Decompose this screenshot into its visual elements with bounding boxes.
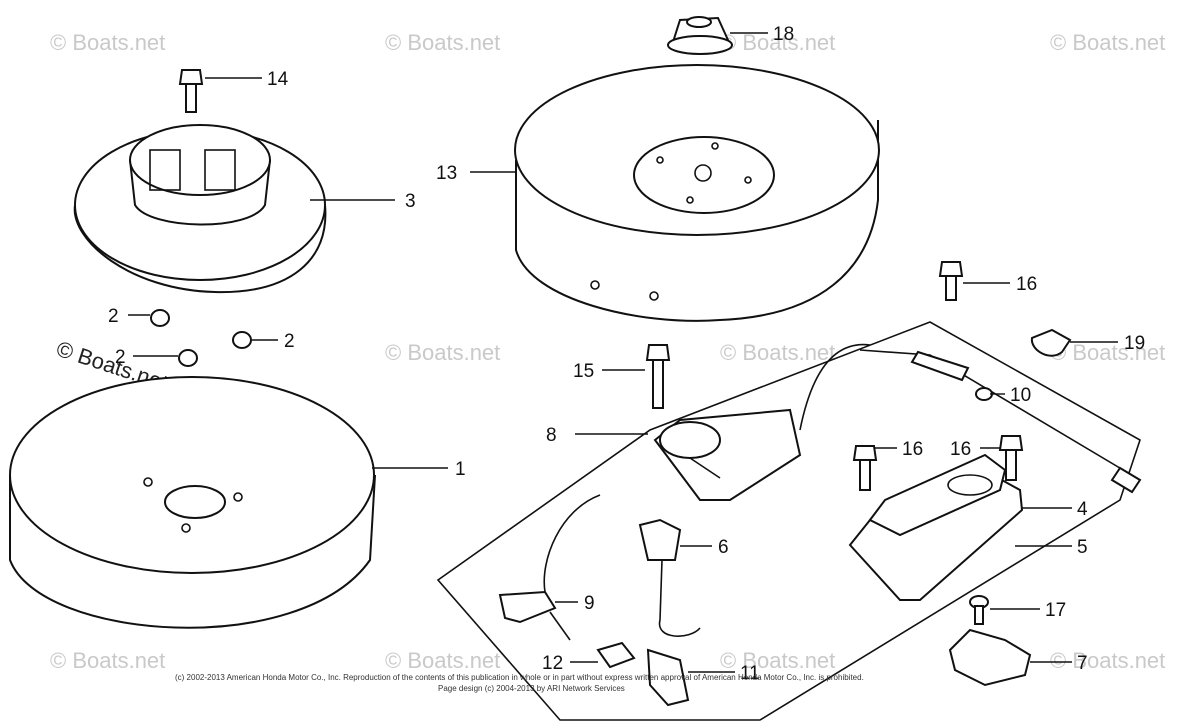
callout-5: 5 <box>1077 537 1088 558</box>
watermark: © Boats.net <box>50 648 165 673</box>
copyright-line-1: (c) 2002-2013 American Honda Motor Co., … <box>175 673 864 682</box>
callout-18: 18 <box>773 24 794 45</box>
watermark: © Boats.net <box>50 30 165 55</box>
callout-10: 10 <box>1010 385 1031 406</box>
watermark: © Boats.net <box>720 648 835 673</box>
callout-13: 13 <box>436 163 457 184</box>
part-8-ignition-coil <box>653 343 871 501</box>
part-10-cable <box>859 349 1142 494</box>
part-19-clamp <box>1030 328 1072 357</box>
watermark: © Boats.net <box>720 340 835 365</box>
part-2-collars <box>150 309 252 367</box>
part-9-plug-cap <box>498 494 601 641</box>
assembly-outline <box>436 321 1141 721</box>
callout-2a: 2 <box>108 306 119 327</box>
watermarks: © Boats.net © Boats.net © Boats.net © Bo… <box>50 30 1165 673</box>
callout-6: 6 <box>718 537 729 558</box>
copyright-footer: (c) 2002-2013 American Honda Motor Co., … <box>175 673 864 693</box>
part-17-screw <box>969 595 989 625</box>
callouts: 18 14 3 13 16 19 2 2 2 15 10 8 16 16 1 4… <box>108 24 1145 684</box>
callout-3: 3 <box>405 191 416 212</box>
callout-2b: 2 <box>284 331 295 352</box>
watermark: © Boats.net <box>385 30 500 55</box>
part-4-5-cover <box>848 453 1024 601</box>
watermark: © Boats.net <box>385 648 500 673</box>
watermark: © Boats.net <box>1050 648 1165 673</box>
callout-15: 15 <box>573 361 594 382</box>
callout-14: 14 <box>267 69 289 90</box>
part-3-starter-pulley <box>73 124 327 294</box>
part-13-flywheel <box>514 64 880 322</box>
callout-16c: 16 <box>950 439 971 460</box>
part-1-cooling-fan <box>9 376 376 629</box>
watermark: © Boats.net <box>1050 30 1165 55</box>
part-18-flange-nut <box>667 16 733 55</box>
leader-lines <box>128 32 1118 673</box>
callout-4: 4 <box>1077 499 1088 520</box>
callout-12: 12 <box>542 653 563 674</box>
callout-11: 11 <box>740 663 760 684</box>
callout-16b: 16 <box>902 439 923 460</box>
callout-2c: 2 <box>115 347 126 368</box>
callout-1: 1 <box>455 459 466 480</box>
part-14-bolt <box>178 69 204 113</box>
callout-16a: 16 <box>1016 274 1037 295</box>
part-15-bolt <box>645 344 671 409</box>
part-16-bolts <box>852 261 1024 491</box>
callout-7: 7 <box>1077 653 1088 674</box>
part-7-switch <box>948 628 1032 687</box>
watermark: © Boats.net <box>1050 340 1165 365</box>
part-11-connector <box>646 648 690 707</box>
callout-8: 8 <box>546 425 557 446</box>
part-6-condenser <box>638 518 701 637</box>
callout-9: 9 <box>584 593 595 614</box>
watermark: © Boats.net <box>385 340 500 365</box>
watermark: © Boats.net <box>720 30 835 55</box>
callout-17: 17 <box>1045 600 1066 621</box>
callout-19: 19 <box>1124 333 1145 354</box>
part-12-cap <box>596 641 636 669</box>
copyright-line-2: Page design (c) 2004-2013 by ARI Network… <box>438 684 625 693</box>
